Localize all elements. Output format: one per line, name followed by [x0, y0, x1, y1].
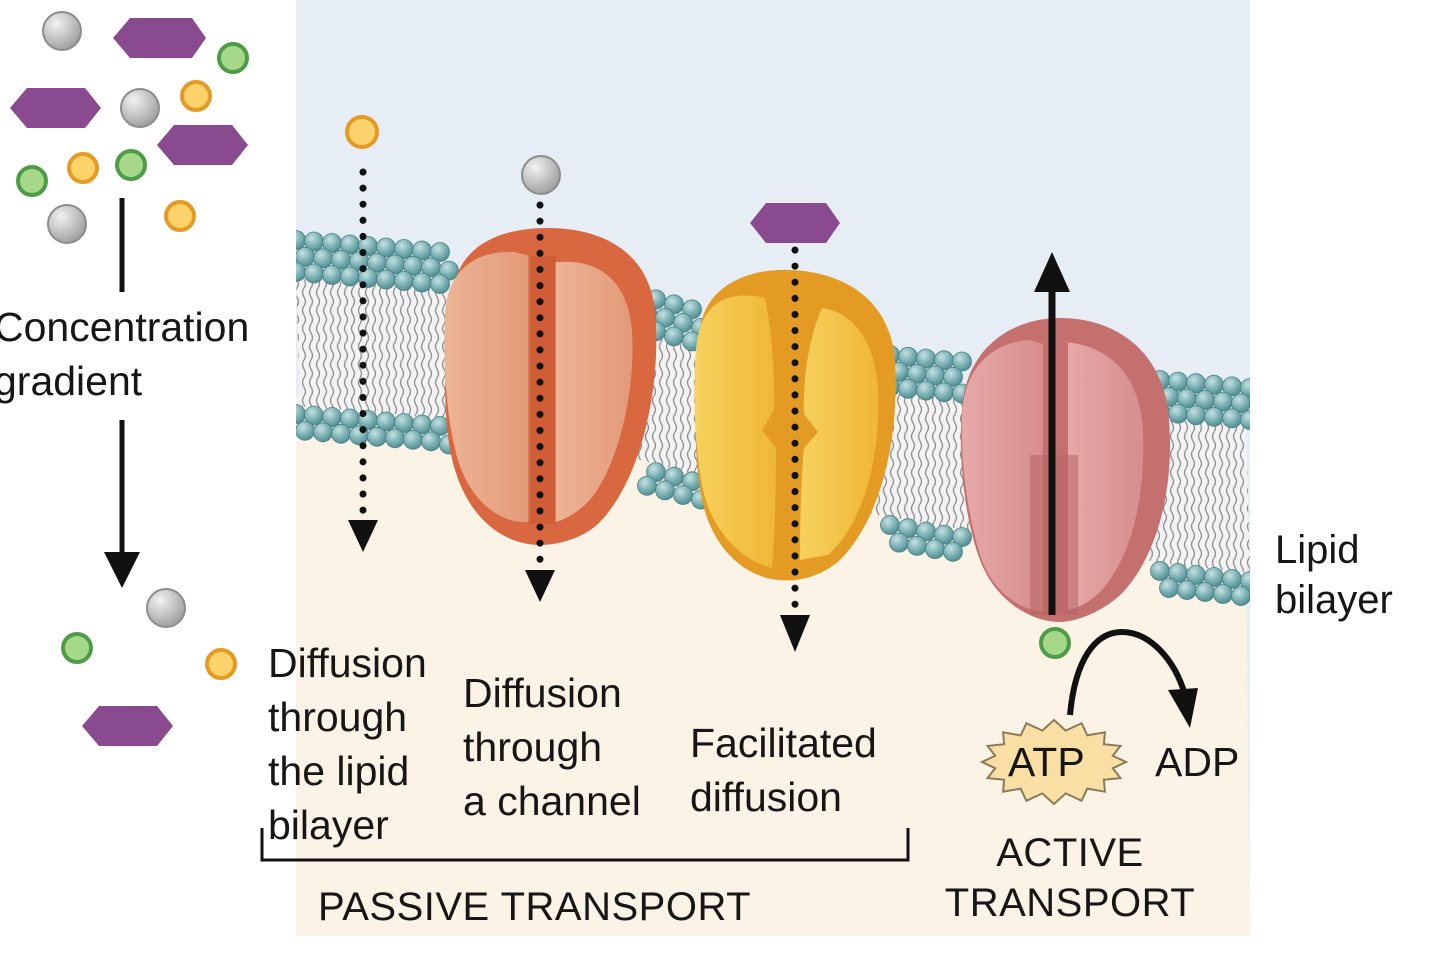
phospholipid-head [898, 378, 918, 399]
gray-molecule [42, 11, 82, 51]
phospholipid-head [331, 423, 351, 444]
phospholipid-head [403, 429, 423, 450]
gray-molecule [521, 155, 561, 195]
lipid-bilayer-label: Lipid bilayer [1275, 528, 1393, 622]
phospholipid-head [313, 422, 333, 443]
phospholipid-head [889, 532, 909, 553]
phospholipid-head [1249, 592, 1250, 602]
phospholipid-head [430, 274, 450, 294]
adp-label: ADP [1155, 739, 1240, 785]
yellow-molecule [164, 200, 196, 232]
passive-transport-bracket [260, 828, 910, 862]
carrier-arrow [780, 246, 810, 652]
phospholipid-head [1240, 378, 1250, 398]
concentration-gradient-label: Concentration gradient [0, 304, 250, 404]
gray-molecule [47, 204, 87, 244]
diffusion-lipid-arrow [348, 168, 378, 552]
phospholipid-head [1168, 403, 1188, 424]
phospholipid-head [637, 475, 657, 496]
phospholipid-head [412, 272, 432, 293]
active-arrow [1034, 252, 1070, 615]
facilitated-diffusion-label: Facilitated diffusion [690, 720, 877, 820]
phospholipid-head [916, 380, 936, 401]
phospholipid-head [296, 230, 306, 250]
phospholipid-head [1231, 393, 1250, 414]
green-molecule [1039, 627, 1071, 659]
yellow-molecule [67, 152, 99, 184]
phospholipid-head [880, 515, 900, 535]
phospholipid-head [1204, 406, 1224, 427]
phospholipid-head [907, 536, 927, 556]
phospholipid-head [394, 271, 414, 291]
diffusion-channel-label: Diffusion through a channel [463, 670, 641, 824]
phospholipid-head [1177, 580, 1197, 600]
passive-arrows [348, 168, 810, 652]
phospholipid-head [296, 404, 306, 424]
green-molecule [217, 42, 249, 74]
channel-arrow [525, 201, 555, 602]
phospholipid-head [1186, 405, 1206, 426]
phospholipid-head [296, 262, 306, 282]
phospholipid-head [430, 242, 450, 262]
green-molecule [115, 149, 147, 181]
phospholipid-head [952, 527, 972, 547]
phospholipid-head [340, 266, 360, 287]
purple-molecule [10, 88, 101, 128]
phospholipid-head [1195, 582, 1215, 602]
channel-protein [444, 228, 657, 545]
phospholipid-head [367, 426, 387, 447]
phospholipid-head [1240, 571, 1250, 591]
phospholipid-head [1222, 408, 1242, 429]
purple-molecule [750, 203, 840, 243]
phospholipid-head [1150, 561, 1170, 581]
purple-molecule [113, 18, 206, 58]
phospholipid-head [304, 263, 324, 284]
phospholipid-head [376, 269, 396, 290]
phospholipid-head [1213, 584, 1233, 604]
passive-transport-label: PASSIVE TRANSPORT [318, 885, 752, 929]
phospholipid-head [943, 366, 963, 387]
phospholipid-head [1159, 578, 1179, 598]
phospholipid-head [655, 480, 675, 501]
phospholipid-head [385, 428, 405, 449]
gray-molecule [120, 88, 160, 128]
phospholipid-head [296, 420, 315, 441]
atp-label: ATP [1008, 739, 1085, 785]
yellow-molecule [345, 115, 379, 149]
yellow-molecule [180, 80, 212, 112]
phospholipid-head [934, 382, 954, 403]
phospholipid-head [673, 485, 693, 505]
phospholipid-head [925, 539, 945, 559]
phospholipid-head [1249, 399, 1250, 409]
phospholipid-head [664, 326, 684, 347]
purple-molecule [82, 706, 173, 746]
yellow-molecule [205, 648, 237, 680]
green-molecule [16, 165, 48, 197]
phospholipid-head [421, 431, 441, 452]
active-transport-label: ACTIVE TRANSPORT [944, 831, 1196, 925]
phospholipid-head [952, 351, 972, 372]
phospholipid-head [1231, 586, 1250, 606]
phospholipid-head [322, 265, 342, 285]
phospholipid-head [943, 541, 963, 562]
diffusion-lipid-label: Diffusion through the lipid bilayer [268, 640, 427, 848]
phospholipid-head [1240, 410, 1250, 430]
atp-starburst [979, 718, 1129, 806]
gray-molecule [146, 588, 186, 628]
atp-to-adp-arrow [1067, 628, 1198, 728]
green-molecule [61, 632, 93, 664]
purple-molecule [157, 125, 248, 165]
concentration-gradient-arrow [104, 198, 140, 588]
molecules [10, 11, 1071, 746]
